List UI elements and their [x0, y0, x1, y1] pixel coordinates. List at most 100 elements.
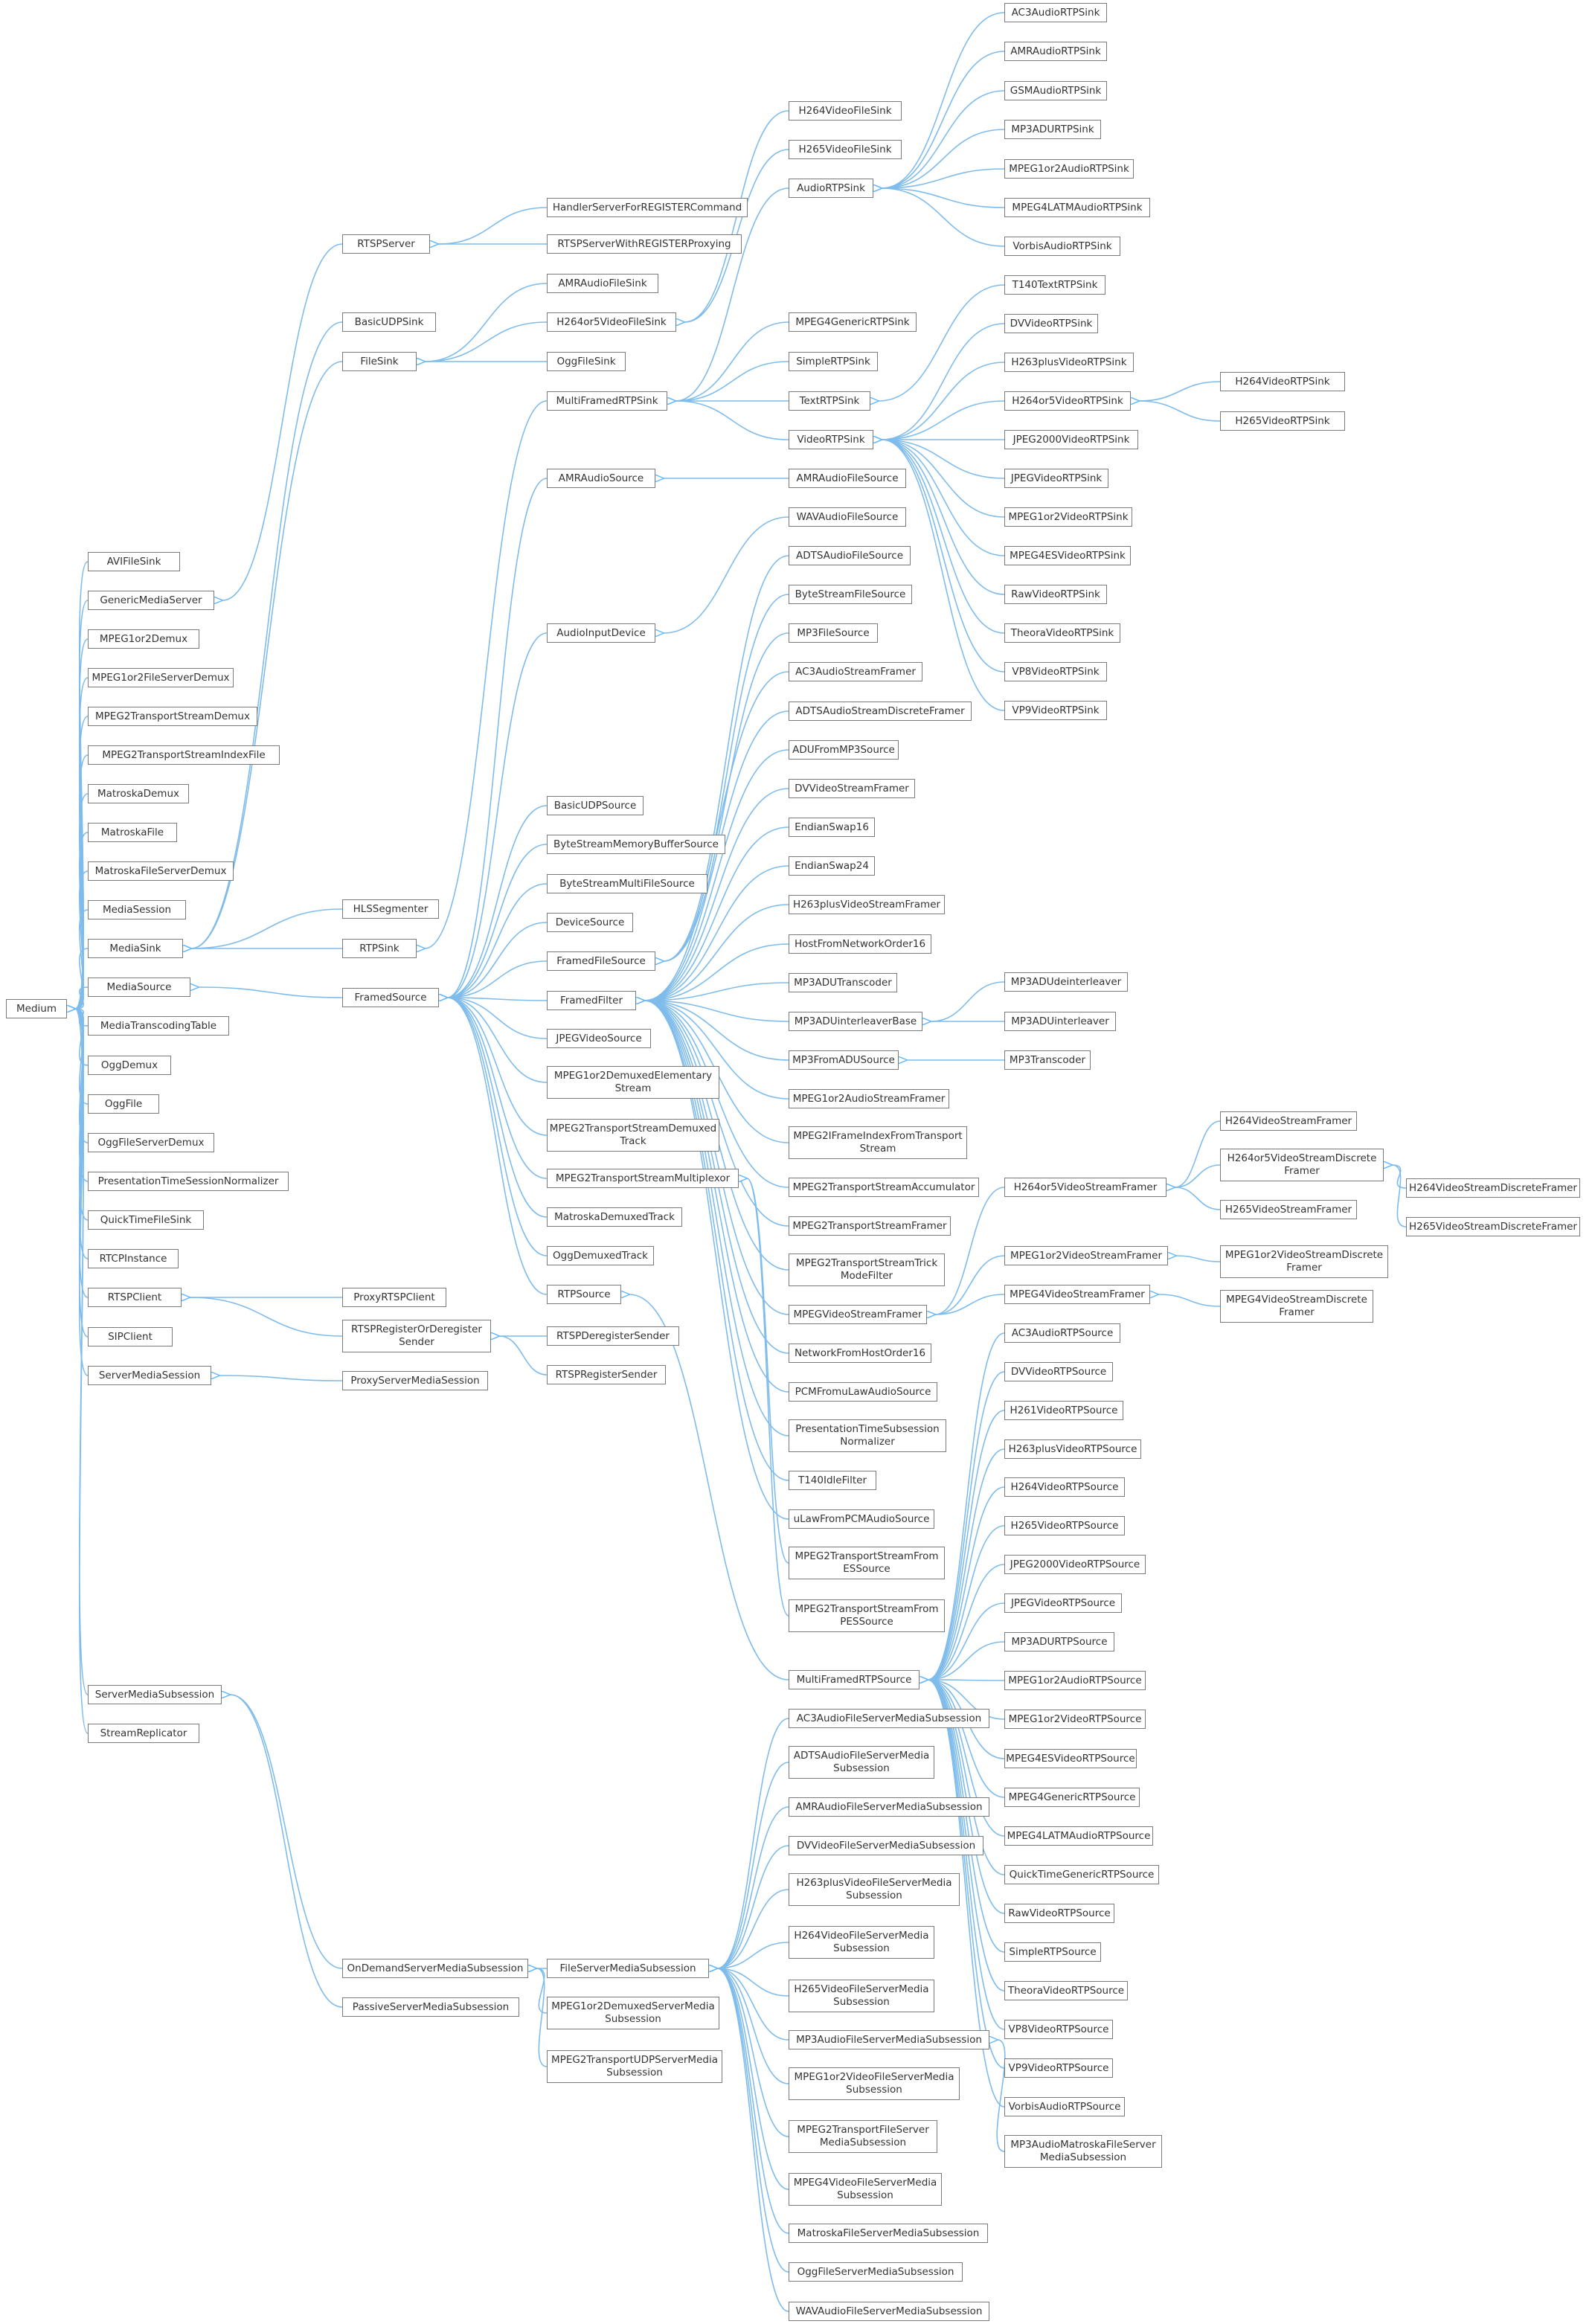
class-node-proxy-server-media-session[interactable]: ProxyServerMediaSession: [342, 1371, 488, 1390]
class-node-avi-file-sink[interactable]: AVIFileSink: [88, 552, 180, 571]
class-node-rtcp-instance[interactable]: RTCPInstance: [88, 1249, 179, 1268]
class-node-raw-video-rtp-source[interactable]: RawVideoRTPSource: [1004, 1904, 1114, 1923]
class-node-handler-server-for-register-command[interactable]: HandlerServerForREGISTERCommand: [547, 198, 748, 217]
class-node-h264-video-file-server-media-subsession[interactable]: H264VideoFileServerMedia Subsession: [789, 1926, 934, 1959]
class-node-rtsp-register-or-deregister-sender[interactable]: RTSPRegisterOrDeregister Sender: [342, 1320, 491, 1352]
class-node-amr-audio-file-server-media-subsession[interactable]: AMRAudioFileServerMediaSubsession: [789, 1797, 989, 1817]
class-node-presentation-time-subsession-normalizer[interactable]: PresentationTimeSubsession Normalizer: [789, 1419, 946, 1452]
class-node-jpeg-video-rtp-sink[interactable]: JPEGVideoRTPSink: [1004, 469, 1108, 488]
class-node-simple-rtp-sink[interactable]: SimpleRTPSink: [789, 352, 878, 371]
class-node-mpeg2-transport-stream-demuxed-track[interactable]: MPEG2TransportStreamDemuxed Track: [547, 1119, 719, 1152]
class-node-mpeg1or2-audio-rtp-source[interactable]: MPEG1or2AudioRTPSource: [1004, 1671, 1146, 1690]
class-node-ac3-audio-rtp-source[interactable]: AC3AudioRTPSource: [1004, 1323, 1120, 1343]
class-node-mpeg1or2-audio-stream-framer[interactable]: MPEG1or2AudioStreamFramer: [789, 1089, 949, 1108]
class-node-file-server-media-subsession[interactable]: FileServerMediaSubsession: [547, 1959, 709, 1978]
class-node-mpeg1or2-demux[interactable]: MPEG1or2Demux: [88, 629, 199, 649]
class-node-amr-audio-rtp-sink[interactable]: AMRAudioRTPSink: [1004, 42, 1107, 61]
class-node-jpeg2000-video-rtp-source[interactable]: JPEG2000VideoRTPSource: [1004, 1555, 1146, 1574]
class-node-dv-video-rtp-source[interactable]: DVVideoRTPSource: [1004, 1362, 1113, 1381]
class-node-media-session[interactable]: MediaSession: [88, 900, 186, 919]
class-node-mp3-transcoder[interactable]: MP3Transcoder: [1004, 1050, 1091, 1070]
class-node-h264-video-stream-discrete-framer[interactable]: H264VideoStreamDiscreteFramer: [1406, 1178, 1580, 1198]
class-node-h264or5-video-file-sink[interactable]: H264or5VideoFileSink: [547, 312, 676, 332]
class-node-audio-input-device[interactable]: AudioInputDevice: [547, 623, 655, 643]
class-node-file-sink[interactable]: FileSink: [342, 352, 417, 371]
class-node-ogg-file-server-demux[interactable]: OggFileServerDemux: [88, 1133, 214, 1152]
class-node-pcm-fromu-law-audio-source[interactable]: PCMFromuLawAudioSource: [789, 1382, 937, 1402]
class-node-quick-time-file-sink[interactable]: QuickTimeFileSink: [88, 1210, 204, 1230]
class-node-h263plus-video-stream-framer[interactable]: H263plusVideoStreamFramer: [789, 895, 945, 914]
class-node-stream-replicator[interactable]: StreamReplicator: [88, 1724, 199, 1743]
class-node-rtsp-register-sender[interactable]: RTSPRegisterSender: [547, 1365, 666, 1384]
class-node-h264or5-video-stream-framer[interactable]: H264or5VideoStreamFramer: [1004, 1178, 1166, 1197]
class-node-mpeg2-transport-stream-trick-mode-filter[interactable]: MPEG2TransportStreamTrick ModeFilter: [789, 1254, 945, 1286]
class-node-matroska-demux[interactable]: MatroskaDemux: [88, 784, 189, 803]
class-node-mpeg1or2-video-stream-framer[interactable]: MPEG1or2VideoStreamFramer: [1004, 1246, 1168, 1265]
class-node-text-rtp-sink[interactable]: TextRTPSink: [789, 391, 870, 411]
class-node-mp3-file-source[interactable]: MP3FileSource: [789, 623, 878, 643]
class-node-u-law-from-pcm-audio-source[interactable]: uLawFromPCMAudioSource: [789, 1509, 934, 1529]
class-node-mp3-adu-transcoder[interactable]: MP3ADUTranscoder: [789, 973, 897, 992]
class-node-mpeg1or2-video-rtp-sink[interactable]: MPEG1or2VideoRTPSink: [1004, 507, 1132, 527]
class-node-adts-audio-file-server-media-subsession[interactable]: ADTSAudioFileServerMedia Subsession: [789, 1746, 934, 1779]
class-node-mpeg1or2-demuxed-elementary-stream[interactable]: MPEG1or2DemuxedElementary Stream: [547, 1066, 719, 1099]
class-node-media-sink[interactable]: MediaSink: [88, 939, 183, 958]
class-node-ac3-audio-file-server-media-subsession[interactable]: AC3AudioFileServerMediaSubsession: [789, 1709, 989, 1728]
class-node-h263plus-video-file-server-media-subsession[interactable]: H263plusVideoFileServerMedia Subsession: [789, 1873, 960, 1906]
class-node-h265-video-rtp-source[interactable]: H265VideoRTPSource: [1004, 1516, 1125, 1535]
class-node-gsm-audio-rtp-sink[interactable]: GSMAudioRTPSink: [1004, 81, 1107, 100]
class-node-multi-framed-rtp-sink[interactable]: MultiFramedRTPSink: [547, 391, 667, 411]
class-node-jpeg-video-source[interactable]: JPEGVideoSource: [547, 1029, 651, 1048]
class-node-mpeg1or2-demuxed-server-media-subsession[interactable]: MPEG1or2DemuxedServerMedia Subsession: [547, 1997, 719, 2029]
class-node-audio-rtp-sink[interactable]: AudioRTPSink: [789, 179, 873, 198]
class-node-media-transcoding-table[interactable]: MediaTranscodingTable: [88, 1016, 229, 1036]
class-node-mpeg1or2-video-file-server-media-subsession[interactable]: MPEG1or2VideoFileServerMedia Subsession: [789, 2067, 960, 2100]
class-node-mp3-adurtp-source[interactable]: MP3ADURTPSource: [1004, 1632, 1114, 1651]
class-node-rtsp-deregister-sender[interactable]: RTSPDeregisterSender: [547, 1326, 679, 1346]
class-node-vp9-video-rtp-sink[interactable]: VP9VideoRTPSink: [1004, 701, 1107, 720]
class-node-t140-idle-filter[interactable]: T140IdleFilter: [789, 1471, 876, 1490]
class-node-mpeg4-video-file-server-media-subsession[interactable]: MPEG4VideoFileServerMedia Subsession: [789, 2173, 942, 2206]
class-node-ogg-file[interactable]: OggFile: [88, 1094, 159, 1114]
class-node-mpeg-video-stream-framer[interactable]: MPEGVideoStreamFramer: [789, 1305, 927, 1324]
class-node-passive-server-media-subsession[interactable]: PassiveServerMediaSubsession: [342, 1997, 519, 2017]
class-node-dv-video-file-server-media-subsession[interactable]: DVVideoFileServerMediaSubsession: [789, 1836, 983, 1855]
class-node-theora-video-rtp-source[interactable]: TheoraVideoRTPSource: [1004, 1981, 1128, 2000]
class-node-mpeg4-video-stream-framer[interactable]: MPEG4VideoStreamFramer: [1004, 1285, 1150, 1304]
class-node-basic-udp-source[interactable]: BasicUDPSource: [547, 796, 644, 815]
class-node-host-from-network-order16[interactable]: HostFromNetworkOrder16: [789, 934, 931, 954]
class-node-on-demand-server-media-subsession[interactable]: OnDemandServerMediaSubsession: [342, 1959, 528, 1978]
class-node-mpeg2-transport-stream-accumulator[interactable]: MPEG2TransportStreamAccumulator: [789, 1178, 979, 1197]
class-node-presentation-time-session-normalizer[interactable]: PresentationTimeSessionNormalizer: [88, 1172, 289, 1191]
class-node-sip-client[interactable]: SIPClient: [88, 1327, 173, 1346]
class-node-mpeg1or2-audio-rtp-sink[interactable]: MPEG1or2AudioRTPSink: [1004, 159, 1134, 179]
class-node-mpeg2-transport-stream-from-pes-source[interactable]: MPEG2TransportStreamFrom PESSource: [789, 1599, 945, 1632]
class-node-h264-video-file-sink[interactable]: H264VideoFileSink: [789, 101, 902, 121]
class-node-jpeg-video-rtp-source[interactable]: JPEGVideoRTPSource: [1004, 1593, 1122, 1613]
class-node-h264-video-rtp-sink[interactable]: H264VideoRTPSink: [1220, 372, 1345, 391]
class-node-adts-audio-file-source[interactable]: ADTSAudioFileSource: [789, 546, 911, 565]
class-node-mp3-ad-uinterleaver[interactable]: MP3ADUinterleaver: [1004, 1012, 1116, 1031]
class-node-rtsp-server-with-register-proxying[interactable]: RTSPServerWithREGISTERProxying: [547, 234, 742, 254]
class-node-quick-time-generic-rtp-source[interactable]: QuickTimeGenericRTPSource: [1004, 1865, 1159, 1884]
class-node-server-media-session[interactable]: ServerMediaSession: [88, 1366, 211, 1385]
class-node-mpeg2-transport-stream-framer[interactable]: MPEG2TransportStreamFramer: [789, 1216, 951, 1236]
class-node-basic-udp-sink[interactable]: BasicUDPSink: [342, 312, 436, 332]
class-node-mpeg2-transport-udp-server-media-subsession[interactable]: MPEG2TransportUDPServerMedia Subsession: [547, 2050, 722, 2083]
class-node-mpeg2-transport-stream-index-file[interactable]: MPEG2TransportStreamIndexFile: [88, 745, 280, 765]
class-node-vp9-video-rtp-source[interactable]: VP9VideoRTPSource: [1004, 2058, 1113, 2078]
class-node-h265-video-rtp-sink[interactable]: H265VideoRTPSink: [1220, 411, 1345, 431]
class-node-rtsp-client[interactable]: RTSPClient: [88, 1288, 182, 1307]
class-node-theora-video-rtp-sink[interactable]: TheoraVideoRTPSink: [1004, 623, 1120, 643]
class-node-h261-video-rtp-source[interactable]: H261VideoRTPSource: [1004, 1401, 1123, 1420]
class-node-ac3-audio-rtp-sink[interactable]: AC3AudioRTPSink: [1004, 3, 1107, 22]
class-node-mpeg4-video-stream-discrete-framer[interactable]: MPEG4VideoStreamDiscrete Framer: [1220, 1290, 1373, 1323]
class-node-mp3-audio-matroska-file-server-media-subsession[interactable]: MP3AudioMatroskaFileServer MediaSubsessi…: [1004, 2135, 1162, 2168]
class-node-mpeg2-transport-stream-from-es-source[interactable]: MPEG2TransportStreamFrom ESSource: [789, 1547, 945, 1579]
class-node-mp3-adurtp-sink[interactable]: MP3ADURTPSink: [1004, 120, 1101, 139]
class-node-rtp-source[interactable]: RTPSource: [547, 1285, 621, 1304]
class-node-amr-audio-file-source[interactable]: AMRAudioFileSource: [789, 469, 906, 488]
class-node-simple-rtp-source[interactable]: SimpleRTPSource: [1004, 1942, 1101, 1962]
class-node-mpeg1or2-file-server-demux[interactable]: MPEG1or2FileServerDemux: [88, 668, 234, 687]
class-node-hls-segmenter[interactable]: HLSSegmenter: [342, 899, 439, 919]
